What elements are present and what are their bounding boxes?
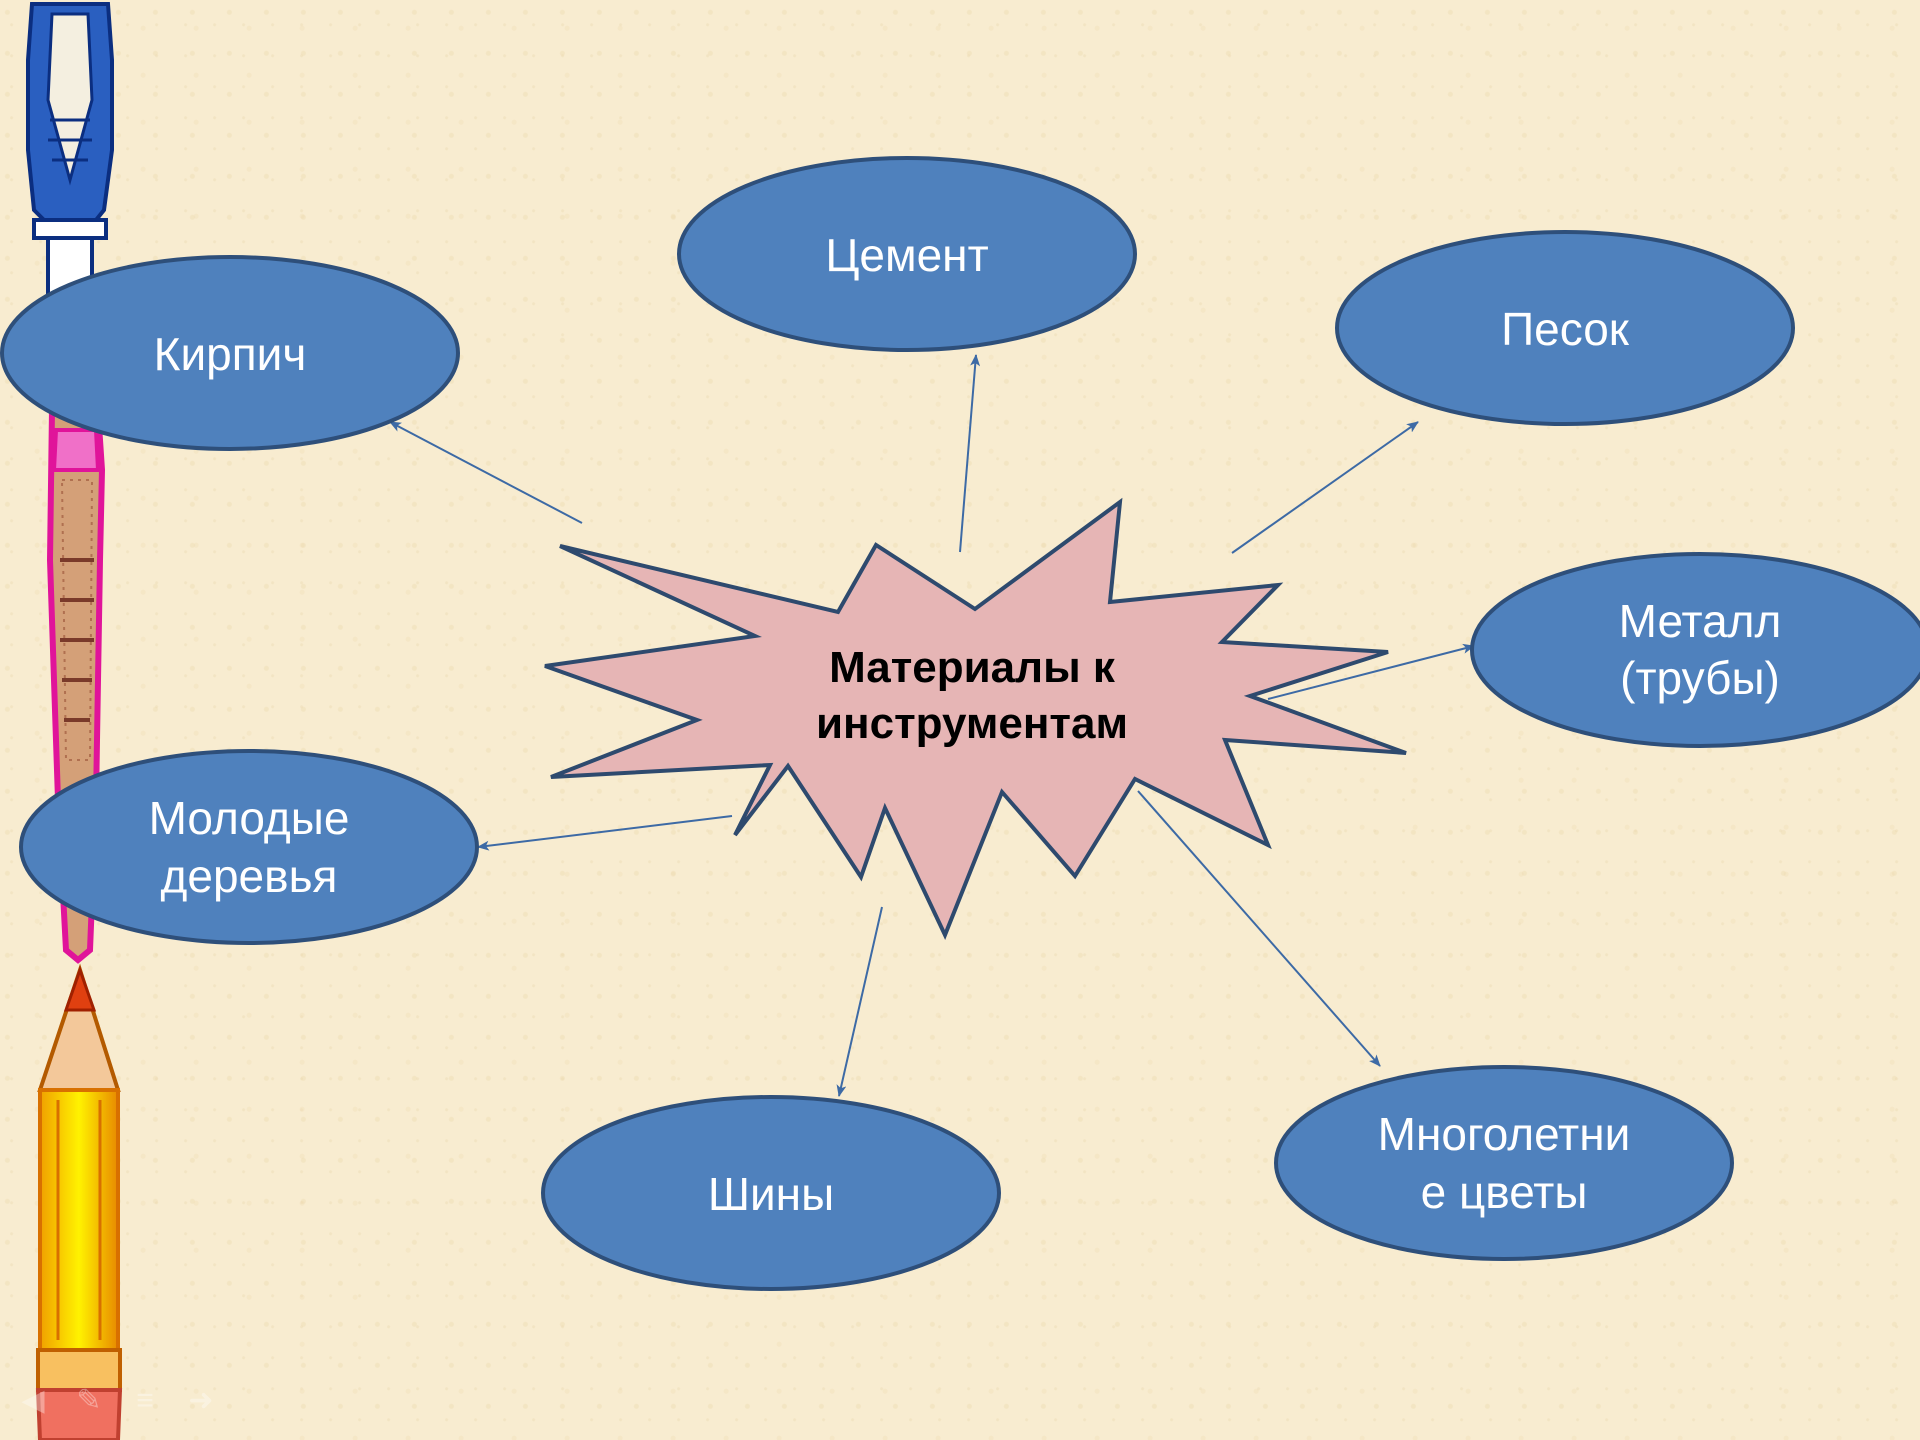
node-kirpich: Кирпич [0,255,460,451]
node-pesok: Песок [1335,230,1795,426]
node-derevya: Молодые деревья [19,749,479,945]
arrow-to-kirpich [389,421,583,524]
node-shiny-label: Шины [708,1168,834,1220]
node-cement-label: Цемент [825,229,988,281]
node-metall-label-line2: (трубы) [1620,652,1780,704]
node-pesok-label: Песок [1501,303,1630,355]
node-shiny: Шины [541,1095,1001,1291]
arrow-to-pesok [1231,421,1419,554]
node-cvety-label-line1: Многолетни [1378,1108,1631,1160]
node-metall: Металл (трубы) [1470,552,1920,748]
node-metall-label-line1: Металл [1619,595,1782,647]
node-derevya-label-line1: Молодые [149,792,350,844]
node-cement: Цемент [677,156,1137,352]
node-kirpich-label: Кирпич [154,328,307,380]
arrow-to-derevya [477,815,733,851]
arrow-to-shiny [836,906,883,1097]
center-label-line2: инструментам [816,699,1128,748]
menu-icon[interactable]: ≡ [136,1384,154,1417]
node-derevya-label-line2: деревья [161,850,338,902]
node-cvety-label-line2: е цветы [1421,1166,1588,1218]
arrow-to-metall [1267,643,1475,700]
center-label-line1: Материалы к [829,643,1116,692]
node-cvety: Многолетни е цветы [1274,1065,1734,1261]
next-slide-icon[interactable]: ➜ [188,1384,214,1417]
pencil-icon [35,963,123,1440]
connectors [389,354,1475,1097]
pen-icon[interactable]: ✎ [76,1384,102,1417]
arrow-to-cvety [1137,790,1381,1067]
central-starburst: Материалы к инструментам [544,497,1407,941]
prev-slide-icon[interactable]: ◀ [21,1384,45,1417]
slide-navigation: ◀ ✎ ≡ ➜ [14,1386,220,1416]
arrow-to-cement [959,354,981,553]
screwdriver-icon [26,2,114,300]
